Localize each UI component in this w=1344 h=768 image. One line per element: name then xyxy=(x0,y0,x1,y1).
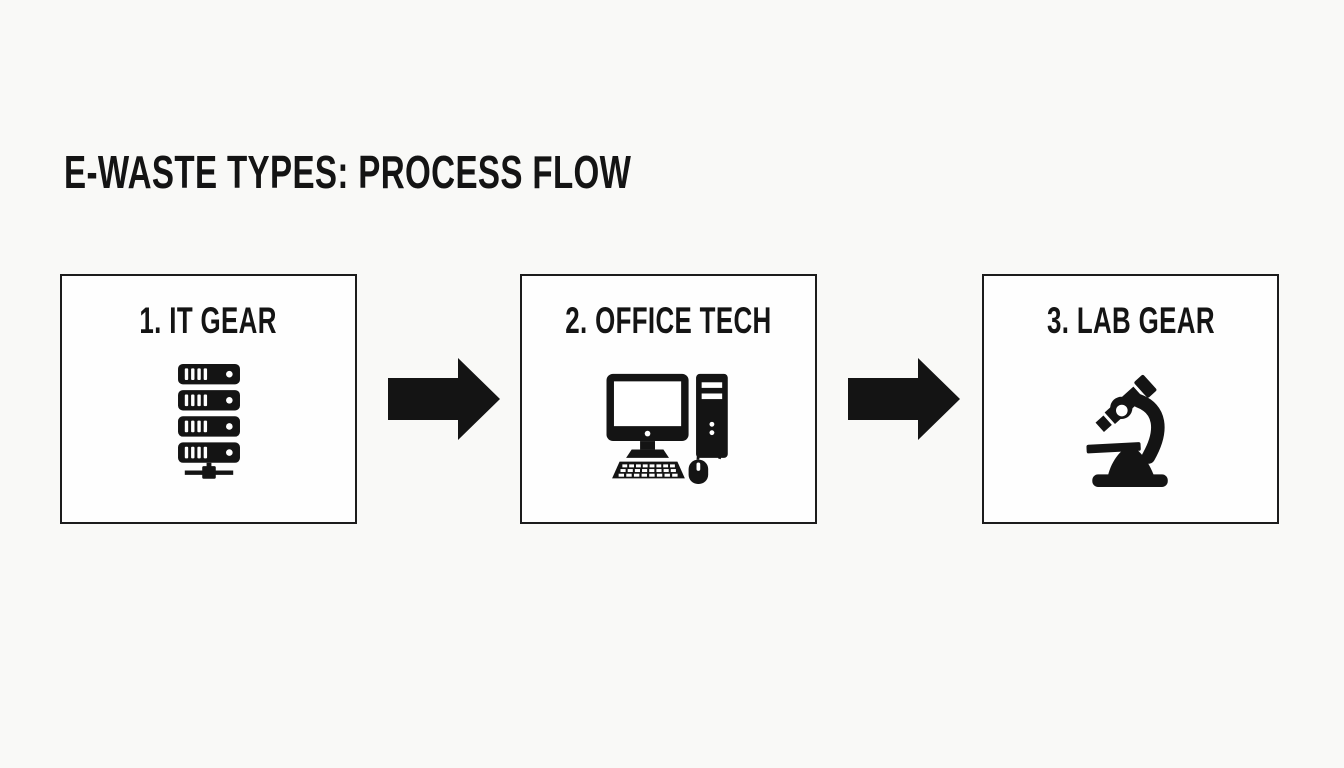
step-label: 3. LAB GEAR xyxy=(1046,300,1215,341)
step-box-office-tech: 2. OFFICE TECH xyxy=(520,274,817,524)
step-label: 1. IT GEAR xyxy=(139,300,278,341)
step-label-row: 3. LAB GEAR xyxy=(984,302,1277,339)
page-title: E-WASTE TYPES: PROCESS FLOW xyxy=(64,146,632,198)
step-box-it-gear: 1. IT GEAR xyxy=(60,274,357,524)
step-box-lab-gear: 3. LAB GEAR xyxy=(982,274,1279,524)
step-label-row: 2. OFFICE TECH xyxy=(522,302,815,339)
desktop-computer-icon xyxy=(606,370,731,486)
step-label: 2. OFFICE TECH xyxy=(565,300,772,341)
flow-arrow-icon xyxy=(388,358,500,440)
step-label-row: 1. IT GEAR xyxy=(62,302,355,339)
microscope-icon xyxy=(1086,362,1175,490)
flow-arrow-icon xyxy=(848,358,960,440)
server-rack-icon xyxy=(177,364,240,486)
